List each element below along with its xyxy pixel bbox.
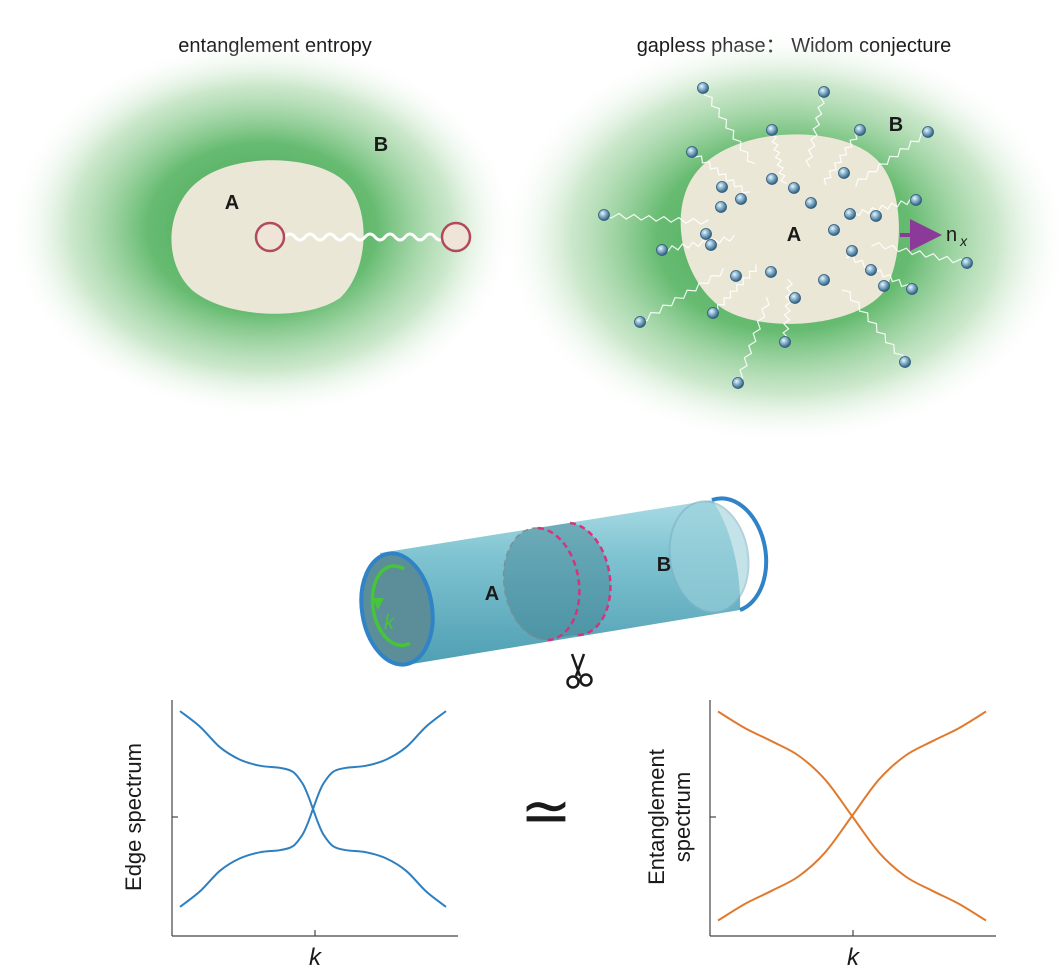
particle-dot: [818, 274, 830, 286]
entanglement-wire: [661, 235, 735, 253]
cylinder-diagram: k A B: [359, 496, 769, 689]
edge-spectrum-chart: Edge spectrum k: [121, 700, 458, 971]
entanglement-wire: [712, 264, 757, 314]
ent-y-label-line1: Entanglement: [644, 749, 669, 885]
momentum-label: k: [384, 612, 395, 634]
particle-inside-a: [254, 221, 286, 253]
widom-entangled-pairs: [603, 87, 968, 384]
particle-dot: [700, 228, 712, 240]
entanglement-wire: [805, 91, 825, 168]
entanglement-wire: [823, 129, 861, 186]
widom-particles: [598, 82, 973, 389]
entanglement-bond: [283, 232, 447, 242]
cylinder-b-label: B: [657, 554, 671, 576]
momentum-arrowhead: [372, 598, 384, 610]
cut-front-dashed-right: [569, 521, 612, 637]
particle-dot: [854, 124, 866, 136]
cylinder-right-rim: [711, 496, 769, 612]
particle-dot: [838, 167, 850, 179]
entanglement-wire: [841, 289, 906, 363]
particle-dot: [716, 181, 728, 193]
particle-dot: [697, 82, 709, 94]
particle-dot: [906, 283, 918, 295]
scissors-icon: [566, 653, 593, 689]
entanglement-wire: [702, 87, 756, 165]
particle-dot: [732, 377, 744, 389]
particle-dot: [899, 356, 911, 368]
particle-dot: [922, 126, 934, 138]
particle-dot: [766, 173, 778, 185]
cylinder-body: [379, 500, 741, 664]
particle-dot: [846, 245, 858, 257]
edge-x-label: k: [309, 944, 323, 971]
entanglement-wire: [691, 151, 750, 194]
momentum-arrow: [370, 564, 411, 648]
particle-dot: [805, 197, 817, 209]
cylinder-right-end: [668, 500, 750, 614]
particle-dot: [789, 292, 801, 304]
cylinder-a-label: A: [485, 583, 499, 605]
particle-in-b: [440, 221, 472, 253]
particle-dot: [686, 146, 698, 158]
widom-region-b-label: B: [889, 114, 903, 136]
entanglement-wire: [639, 267, 724, 323]
entanglement-wire: [737, 296, 770, 384]
particle-dot: [730, 270, 742, 282]
region-b-label: B: [374, 134, 388, 156]
entanglement-spectrum-series-2: [717, 710, 987, 922]
particle-dot: [865, 264, 877, 276]
particle-dot: [715, 201, 727, 213]
particle-dot: [870, 210, 882, 222]
region-a-label: A: [225, 192, 239, 214]
particle-dot: [779, 336, 791, 348]
particle-dot: [878, 280, 890, 292]
normal-vector-subscript: x: [959, 233, 968, 249]
entanglement-wire: [855, 131, 929, 187]
entanglement-wire: [848, 198, 917, 219]
entanglement-spectrum-chart: Entanglement spectrum k: [644, 700, 996, 971]
entanglement-wire: [782, 278, 793, 343]
particle-dot: [634, 316, 646, 328]
ent-x-label: k: [847, 944, 861, 971]
particle-dot: [961, 257, 973, 269]
ent-y-label-line2: spectrum: [670, 772, 695, 862]
particle-dot: [656, 244, 668, 256]
ent-y-label: Entanglement spectrum: [644, 749, 695, 885]
cut-front-dashed-left: [537, 526, 581, 642]
particle-dot: [788, 182, 800, 194]
entanglement-wire: [769, 129, 787, 184]
particle-dot: [707, 307, 719, 319]
particle-dot: [765, 266, 777, 278]
particle-dot: [828, 224, 840, 236]
particle-dot: [844, 208, 856, 220]
edge-spectrum-series-2: [179, 710, 447, 908]
edge-y-label: Edge spectrum: [121, 743, 146, 891]
cut-band: [503, 523, 611, 640]
entropy-panel: entanglement entropy A B: [7, 35, 517, 418]
particle-dot: [766, 124, 778, 136]
cylinder-left-end: [359, 551, 435, 667]
particle-dot: [910, 194, 922, 206]
widom-panel: gapless phase： Widom conjecture A B nx: [500, 30, 1059, 446]
particle-dot: [598, 209, 610, 221]
particle-dot: [818, 86, 830, 98]
entanglement-wire: [845, 254, 913, 290]
particle-dot: [735, 193, 747, 205]
particle-dot: [705, 239, 717, 251]
normal-vector-base: n: [946, 224, 957, 246]
entanglement-wire: [603, 212, 709, 225]
edge-series-group: [179, 710, 447, 908]
widom-region-a-label: A: [787, 224, 801, 246]
ent-series-group: [717, 710, 987, 922]
cut-back-dashed-left: [502, 527, 546, 641]
approx-symbol: ≃: [520, 777, 572, 846]
